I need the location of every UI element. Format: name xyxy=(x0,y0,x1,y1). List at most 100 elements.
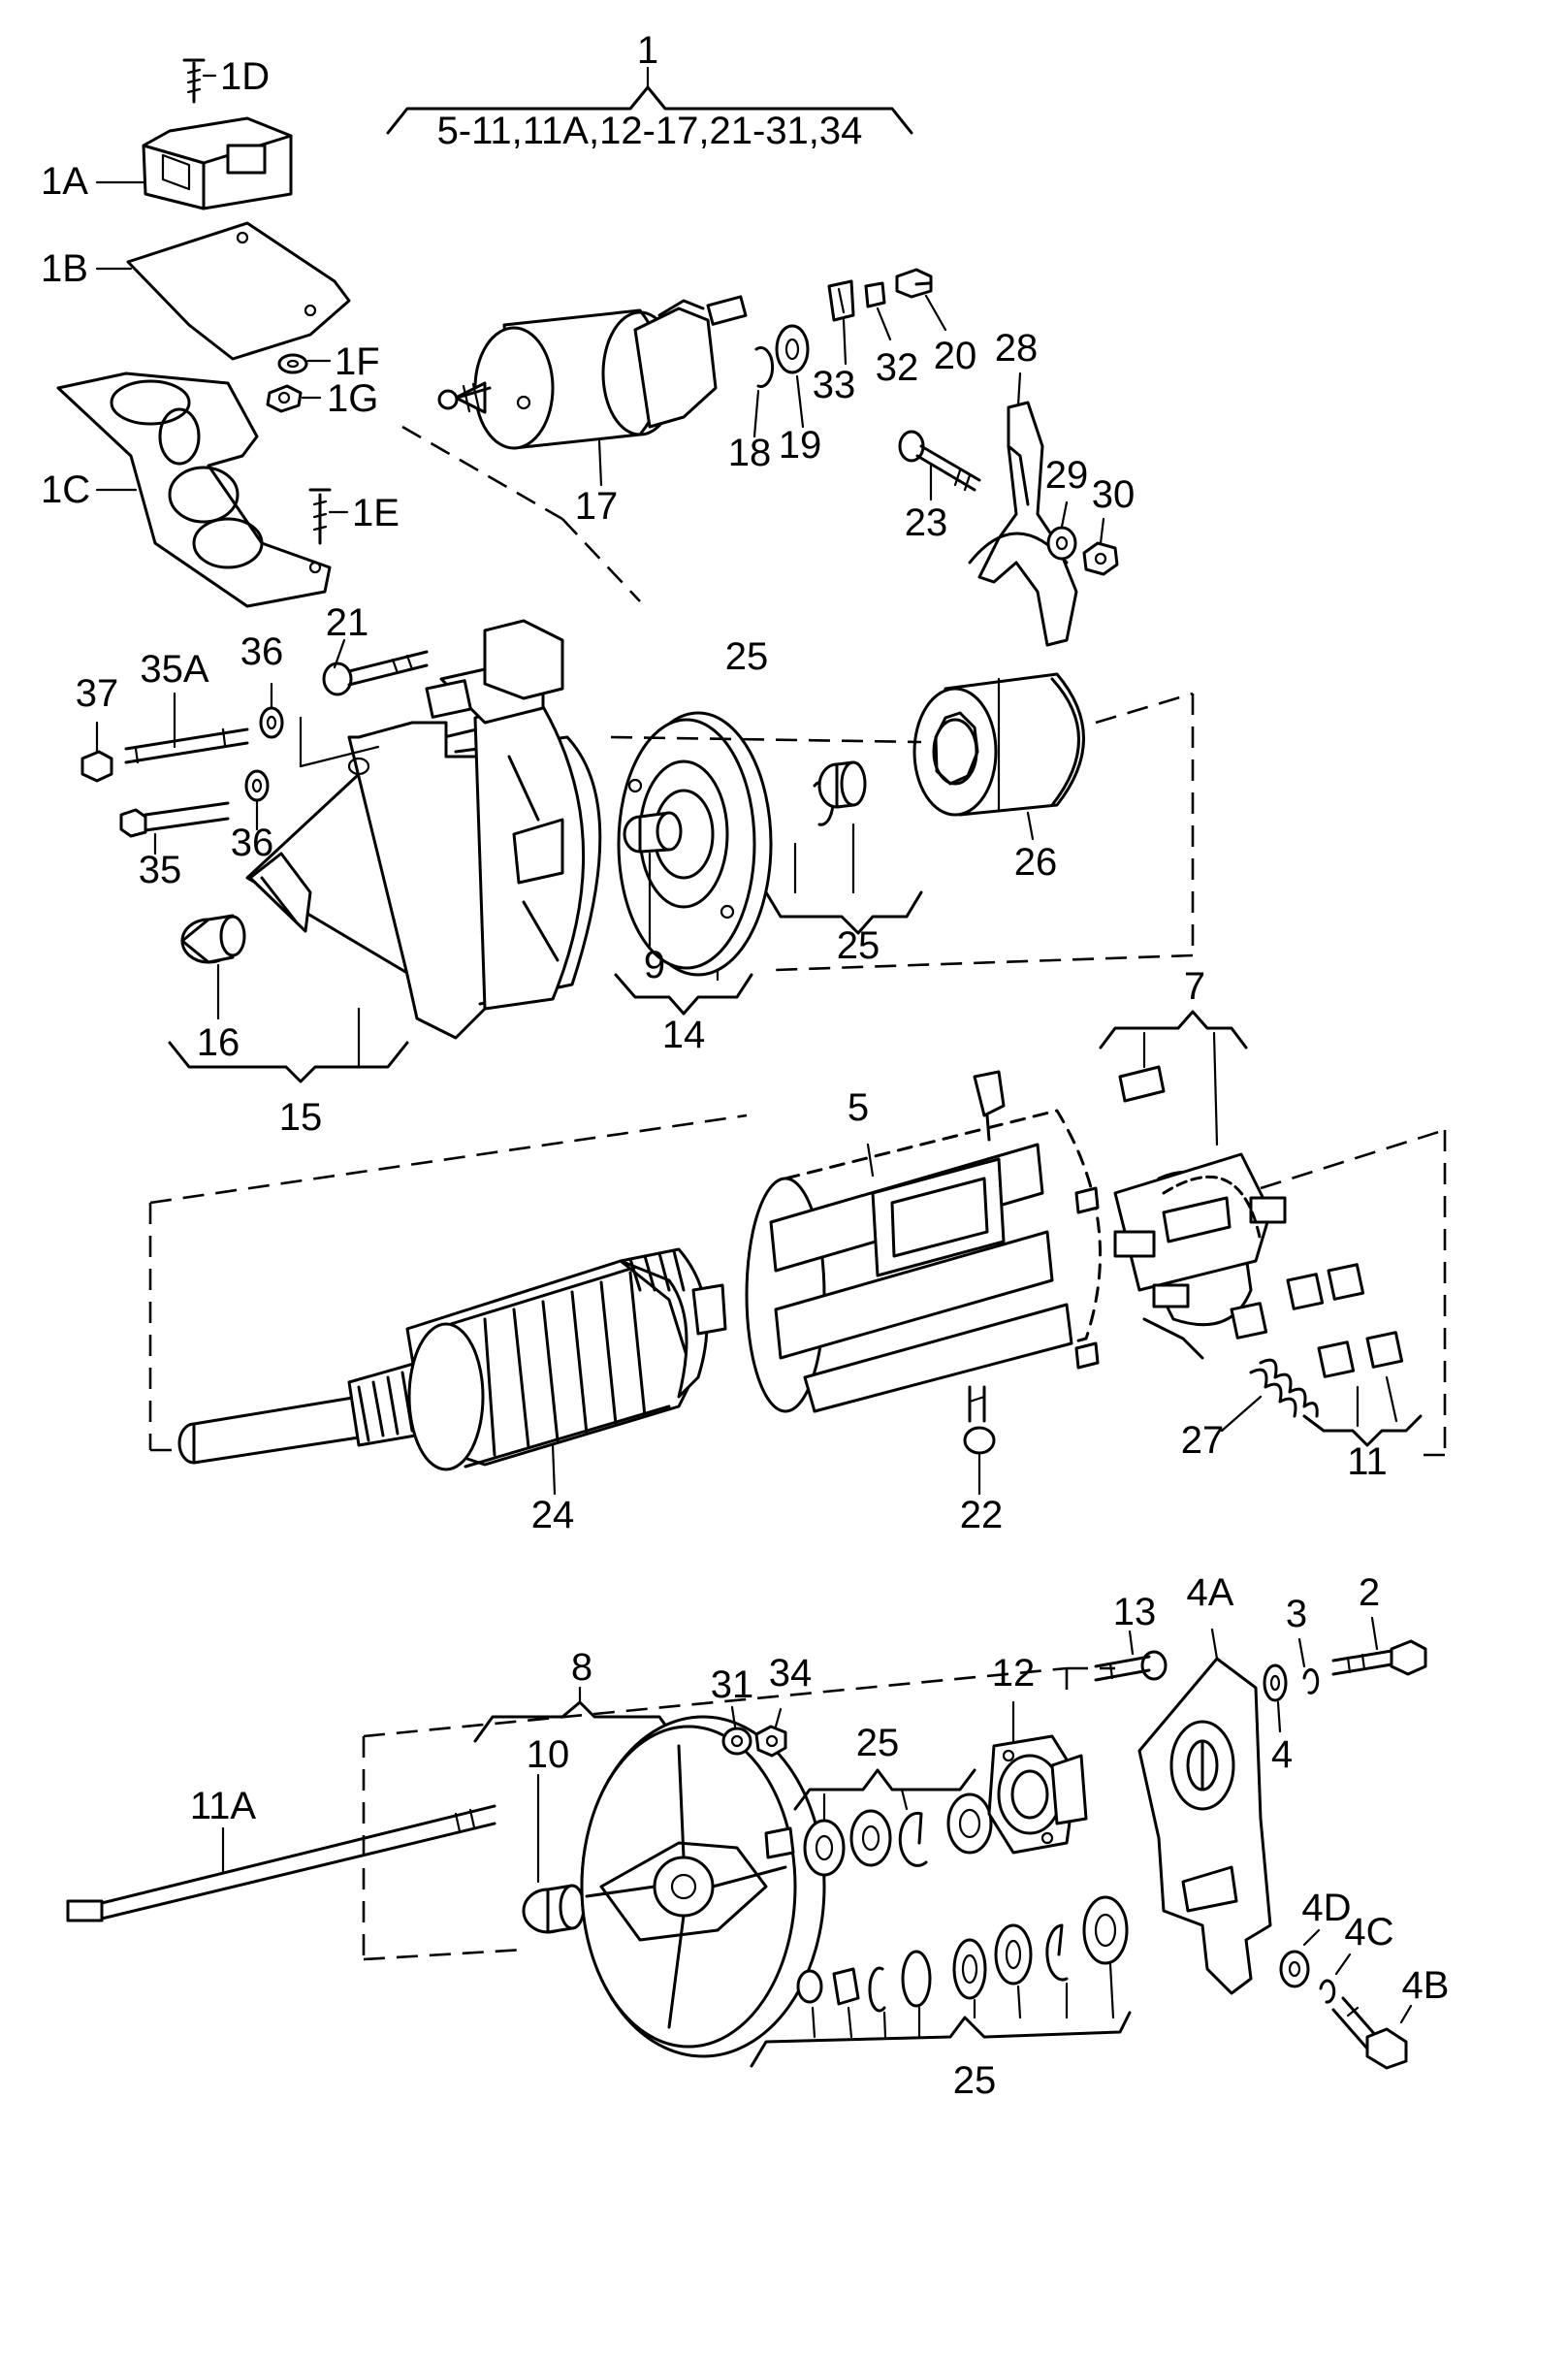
label-9: 9 xyxy=(644,944,665,986)
part-33-clip xyxy=(827,279,855,322)
part-5-pole-housing xyxy=(745,1070,1103,1413)
part-11-brushes xyxy=(1230,1263,1423,1447)
label-25-upper: 25 xyxy=(725,635,769,678)
leader-26 xyxy=(1026,811,1035,841)
part-20-bolt xyxy=(895,268,933,299)
part-24-armature xyxy=(177,1247,727,1471)
label-36-upper: 36 xyxy=(240,630,284,673)
label-4A: 4A xyxy=(1187,1571,1234,1614)
bracket-15 xyxy=(168,1041,409,1083)
label-25-mid: 25 xyxy=(837,924,880,967)
label-25-lower-a: 25 xyxy=(856,1722,900,1764)
part-1D-screw xyxy=(182,58,206,104)
label-1C: 1C xyxy=(41,468,90,511)
label-4C: 4C xyxy=(1344,1911,1393,1953)
part-7-brush-plate xyxy=(1113,1065,1287,1360)
leaders-14 xyxy=(614,852,753,1016)
part-4-washer xyxy=(1263,1663,1288,1733)
alignment-dash-17b xyxy=(561,518,641,602)
label-37: 37 xyxy=(76,672,119,715)
label-14: 14 xyxy=(662,1014,706,1056)
part-15-drive-housing xyxy=(245,619,602,1040)
label-4D: 4D xyxy=(1301,1887,1351,1929)
part-23-pin xyxy=(898,430,981,492)
part-25-stop-ring-upper xyxy=(817,760,867,809)
label-34: 34 xyxy=(769,1652,813,1695)
leaders-fork xyxy=(929,371,1105,545)
bracket-25-lower-b xyxy=(750,1962,1132,2068)
part-30-nut xyxy=(1082,541,1119,576)
label-15: 15 xyxy=(279,1096,323,1139)
label-21: 21 xyxy=(326,601,369,644)
leaders-solenoid-parts xyxy=(597,294,947,487)
part-36-washer-upper xyxy=(259,706,284,739)
label-1-range: 5-11,11A,12-17,21-31,34 xyxy=(437,110,863,152)
part-17-solenoid xyxy=(437,295,748,450)
leaders-1-group xyxy=(95,74,349,514)
part-1G-nut xyxy=(266,384,303,413)
dash-box-lower xyxy=(362,1666,1115,1961)
label-22: 22 xyxy=(960,1494,1004,1536)
part-35A-stud xyxy=(124,727,249,764)
part-18-circlip xyxy=(754,345,775,388)
label-32: 32 xyxy=(876,346,919,389)
part-16-bushing xyxy=(180,914,246,964)
bracket-8 xyxy=(473,1686,679,1743)
label-10: 10 xyxy=(527,1733,570,1776)
bracket-25-upper xyxy=(764,823,923,935)
bracket-25-lower-a xyxy=(793,1768,976,1821)
part-36-washer-lower xyxy=(244,769,270,802)
label-1F: 1F xyxy=(335,340,380,383)
label-26: 26 xyxy=(1014,841,1058,884)
part-28-shift-fork xyxy=(968,401,1078,647)
label-8: 8 xyxy=(571,1646,592,1689)
label-31: 31 xyxy=(711,1663,754,1706)
part-9-bushing xyxy=(623,811,683,854)
label-13: 13 xyxy=(1113,1591,1157,1633)
label-33: 33 xyxy=(813,364,856,406)
part-11A-through-bolt xyxy=(66,1804,496,1922)
part-1E-screw xyxy=(308,488,332,545)
label-35: 35 xyxy=(139,849,182,891)
part-22-screw xyxy=(963,1385,996,1496)
label-1G: 1G xyxy=(327,377,378,420)
bracket-7 xyxy=(1099,1010,1248,1146)
label-4: 4 xyxy=(1271,1733,1293,1776)
part-25-shims-upper-row xyxy=(803,1792,993,1877)
label-7: 7 xyxy=(1184,965,1205,1008)
label-27: 27 xyxy=(1181,1419,1225,1462)
part-37-nut xyxy=(80,750,113,783)
label-1B: 1B xyxy=(41,247,88,290)
dash-box-middle xyxy=(148,1114,1447,1457)
part-2-bolt xyxy=(1331,1616,1427,1676)
leaders-drive-housing xyxy=(95,638,380,1069)
part-35-bolt xyxy=(119,801,230,838)
part-3-spring-washer xyxy=(1297,1637,1320,1695)
part-1F-washer xyxy=(277,353,308,374)
label-24: 24 xyxy=(531,1494,575,1536)
part-8-end-cover xyxy=(580,1715,826,2058)
callout-labels: 1 5-11,11A,12-17,21-31,34 1D 1A 1B 1F 1G… xyxy=(41,29,1449,2102)
label-25-lower-b: 25 xyxy=(953,2059,997,2102)
leader-5 xyxy=(866,1143,875,1178)
label-12: 12 xyxy=(992,1652,1036,1695)
part-19-washer xyxy=(775,324,810,374)
leader-24 xyxy=(551,1443,557,1496)
label-3: 3 xyxy=(1286,1593,1307,1635)
label-35A: 35A xyxy=(140,648,208,691)
label-1A: 1A xyxy=(41,160,88,203)
label-11: 11 xyxy=(1347,1440,1388,1483)
part-31-washer xyxy=(721,1705,752,1756)
label-36-lower: 36 xyxy=(231,822,274,864)
part-34-nut xyxy=(754,1707,787,1758)
label-28: 28 xyxy=(995,327,1039,370)
label-1: 1 xyxy=(637,29,658,72)
part-4B-bolt xyxy=(1331,1996,1413,2070)
part-4C-spring-washer xyxy=(1319,1953,1352,2004)
part-14-intermediate-bearing xyxy=(617,711,773,977)
part-10-bushing xyxy=(522,1773,586,1934)
part-25-shims-lower-row xyxy=(796,1895,1129,2013)
label-5: 5 xyxy=(848,1086,869,1129)
